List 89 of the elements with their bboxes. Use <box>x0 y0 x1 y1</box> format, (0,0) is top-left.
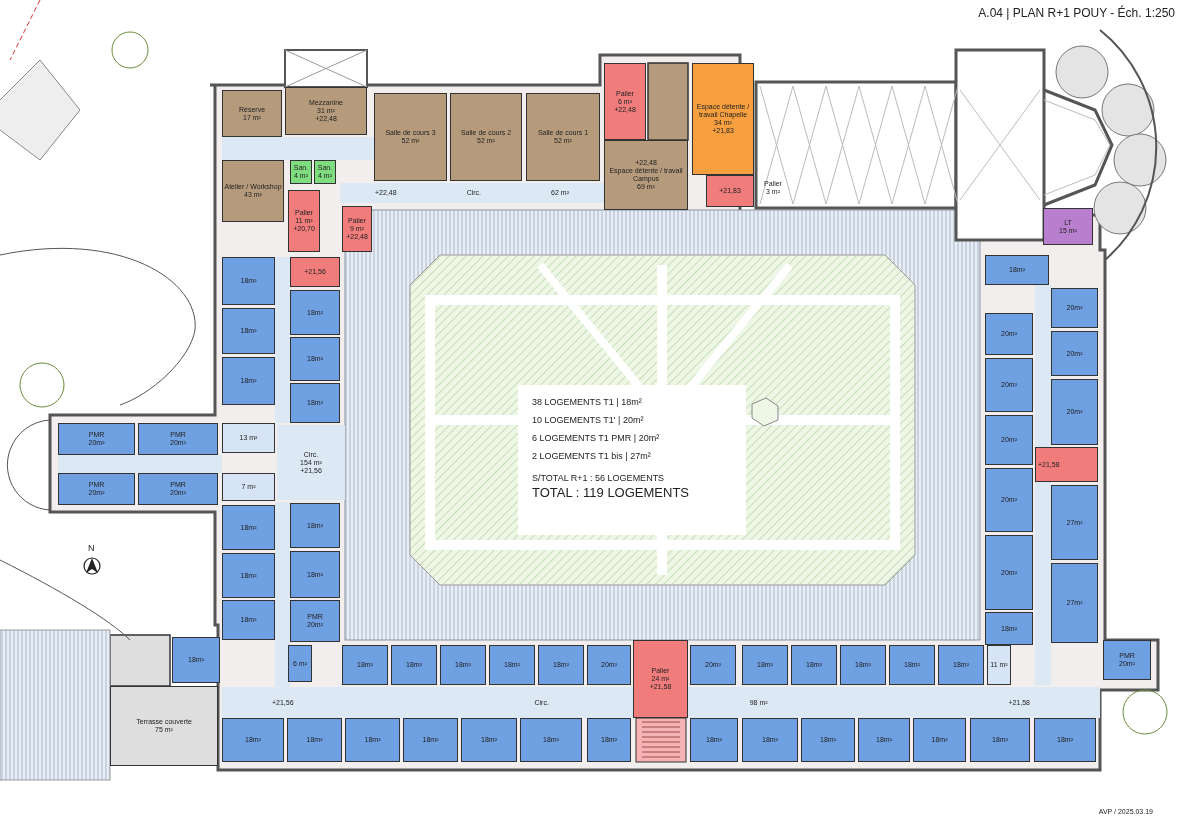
apartment-room <box>1051 563 1098 643</box>
room <box>222 90 282 137</box>
room <box>526 93 600 181</box>
apartment-room <box>222 357 275 405</box>
apartment-room <box>858 718 910 762</box>
apartment-room <box>138 423 218 455</box>
summary-line: 38 LOGEMENTS T1 | 18m² <box>532 397 642 407</box>
stair-landing <box>604 63 646 140</box>
sanitary-room <box>290 160 312 184</box>
summary-line: 10 LOGEMENTS T1' | 20m² <box>532 415 644 425</box>
apartment-room <box>985 255 1049 285</box>
apartment-room <box>58 473 135 505</box>
room <box>285 87 367 135</box>
apartment-room <box>222 553 275 598</box>
summary-line: 6 LOGEMENTS T1 PMR | 20m² <box>532 433 660 443</box>
apartment-room <box>342 645 388 685</box>
room <box>450 93 522 181</box>
apartment-room <box>222 718 284 762</box>
room <box>374 93 447 181</box>
apartment-room <box>290 551 340 598</box>
apartment-room <box>1051 288 1098 328</box>
room <box>604 140 688 210</box>
apartment-room <box>690 645 736 685</box>
apartment-room <box>840 645 886 685</box>
apartment-room <box>1051 379 1098 445</box>
apartment-room <box>587 645 631 685</box>
stair-landing <box>288 190 320 252</box>
apartment-room <box>538 645 584 685</box>
apartment-room <box>1051 485 1098 560</box>
apartment-room <box>889 645 935 685</box>
storage-room <box>222 423 275 453</box>
storage-room <box>987 645 1011 685</box>
summary-line: S/TOTAL R+1 : 56 LOGEMENTS <box>532 473 665 483</box>
apartment-room <box>440 645 486 685</box>
apartment-room <box>742 645 788 685</box>
apartment-room <box>489 645 535 685</box>
apartment-room <box>172 637 220 683</box>
apartment-room <box>801 718 855 762</box>
stair-landing <box>633 640 688 718</box>
apartment-room <box>290 290 340 335</box>
apartment-room <box>290 383 340 423</box>
apartment-room <box>913 718 966 762</box>
apartment-room <box>58 423 135 455</box>
apartment-room <box>222 257 275 305</box>
sheet-title: A.04 | PLAN R+1 POUY - Éch. 1:250 <box>978 6 1175 20</box>
apartment-room <box>290 503 340 548</box>
apartment-room <box>461 718 517 762</box>
apartment-room <box>1051 331 1098 376</box>
apartment-room <box>690 718 738 762</box>
covered-terrace <box>110 686 218 766</box>
stair-landing <box>290 257 340 287</box>
total-line: TOTAL : 119 LOGEMENTS <box>532 485 689 500</box>
apartment-room <box>288 645 312 682</box>
apartment-room <box>1034 718 1096 762</box>
apartment-room <box>985 313 1033 355</box>
north-label: N <box>88 543 95 553</box>
apartment-room <box>345 718 400 762</box>
apartment-room <box>391 645 437 685</box>
sanitary-room <box>314 160 336 184</box>
apartment-room <box>985 415 1033 465</box>
apartment-room <box>138 473 218 505</box>
corridor <box>277 425 345 500</box>
apartment-room <box>222 308 275 354</box>
apartment-room <box>1103 640 1151 680</box>
apartment-room <box>587 718 631 762</box>
apartment-room <box>970 718 1030 762</box>
summary-line: 2 LOGEMENTS T1 bis | 27m² <box>532 451 651 461</box>
apartment-room <box>742 718 798 762</box>
apartment-room <box>290 337 340 381</box>
stair-landing <box>706 175 754 207</box>
room <box>222 160 284 222</box>
apartment-room <box>222 600 275 640</box>
corridor <box>340 183 604 203</box>
apartment-room <box>985 358 1033 412</box>
stair-landing <box>1035 447 1098 482</box>
apartment-room <box>791 645 837 685</box>
apartment-room <box>520 718 582 762</box>
storage-room <box>222 473 275 501</box>
apartment-room <box>985 612 1033 645</box>
apartment-room <box>222 505 275 550</box>
apartment-room <box>938 645 984 685</box>
technical-room <box>1043 208 1093 245</box>
apartment-room <box>287 718 342 762</box>
apartment-room <box>985 468 1033 532</box>
apartment-room <box>403 718 458 762</box>
stair-landing <box>342 206 372 252</box>
apartment-room <box>290 600 340 642</box>
apartment-room <box>985 535 1033 610</box>
room <box>692 63 754 175</box>
